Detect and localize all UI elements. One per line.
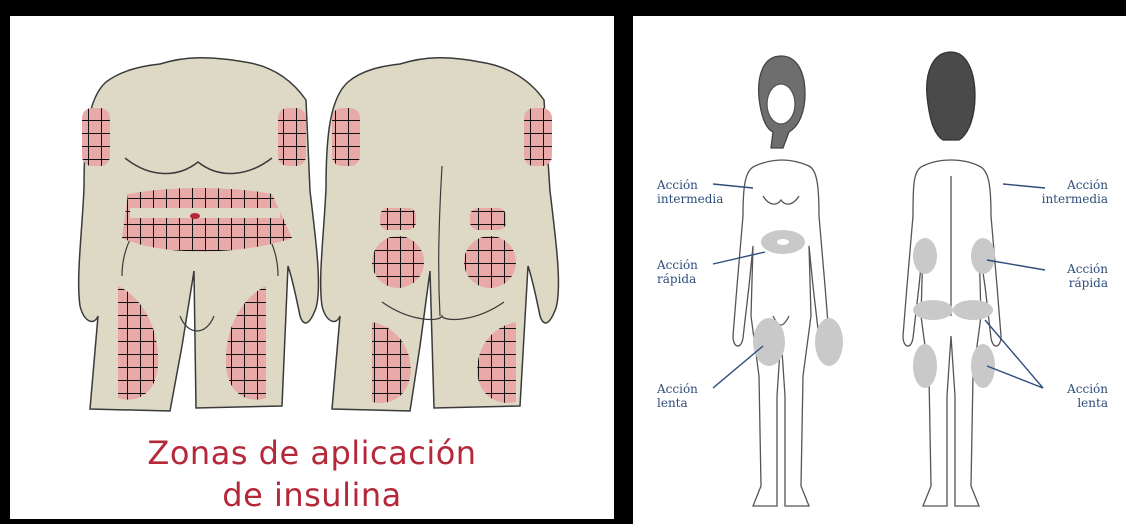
label-front-slow: Acciónlenta bbox=[657, 382, 698, 410]
label-back-slow: Acciónlenta bbox=[1067, 382, 1108, 410]
label-front-intermediate: Acciónintermedia bbox=[657, 178, 723, 206]
label-back-rapid: Acciónrápida bbox=[1067, 262, 1108, 290]
back-figure bbox=[903, 52, 1001, 506]
label-back-intermediate: Acciónintermedia bbox=[1042, 178, 1108, 206]
full-body-illustration bbox=[633, 16, 1126, 524]
front-figure bbox=[733, 56, 829, 506]
caption-line-2: de insulina bbox=[10, 476, 614, 514]
label-front-rapid: Acciónrápida bbox=[657, 258, 698, 286]
insulin-zones-panel: Zonas de aplicación de insulina bbox=[10, 16, 614, 519]
insulin-action-panel: Acciónintermedia Acciónrápida Acciónlent… bbox=[633, 16, 1126, 524]
caption-line-1: Zonas de aplicación bbox=[10, 434, 614, 472]
